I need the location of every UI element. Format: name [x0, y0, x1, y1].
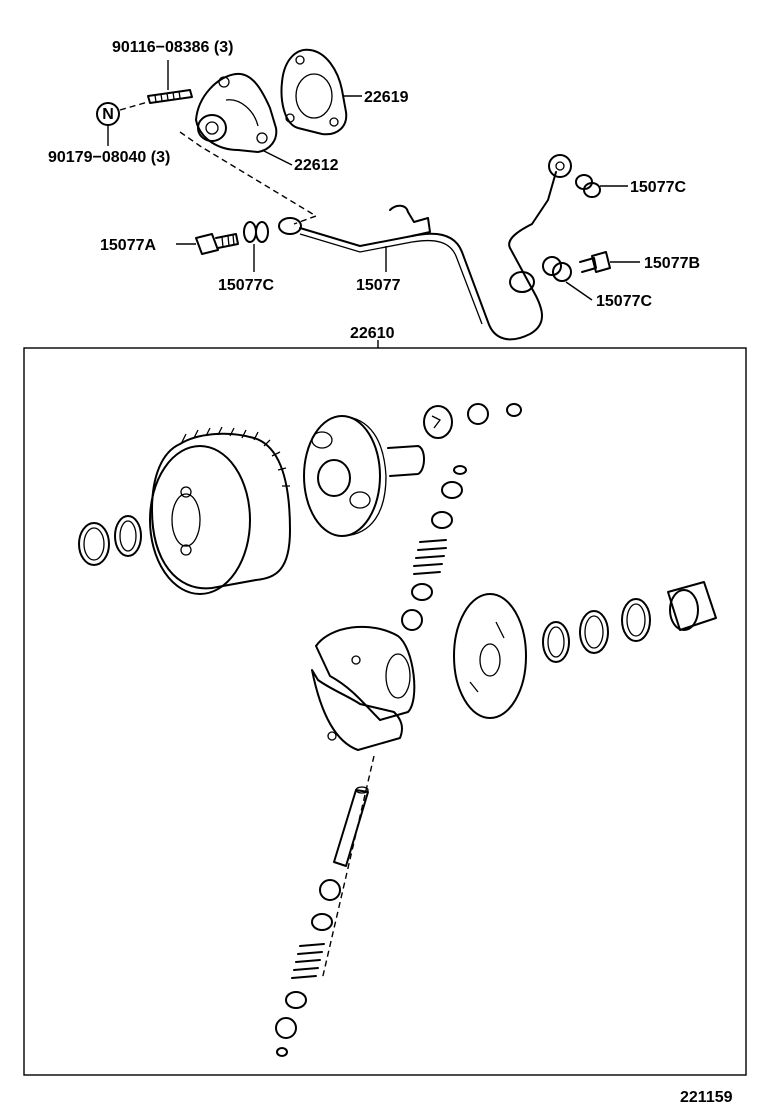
nut-symbol: N [96, 101, 149, 146]
small-collar [467, 403, 489, 425]
hub [303, 415, 425, 537]
shim-right-2 [579, 610, 609, 654]
pin [333, 786, 369, 867]
label-pipe: 15077 [356, 277, 401, 294]
stud-bolt [147, 60, 193, 104]
flyweight-assembly [311, 625, 416, 981]
injection-pipe [278, 154, 572, 341]
label-union-bolt-b: 15077B [644, 255, 700, 272]
advance-plate [453, 593, 527, 719]
label-nut: 90179−08040 (3) [48, 149, 170, 166]
union-bolt-a [176, 233, 239, 255]
nut-symbol-letter: N [102, 106, 114, 123]
gasket-right [542, 256, 593, 301]
snap-ring-left [78, 522, 110, 566]
label-gasket-right: 15077C [596, 293, 652, 310]
assembly-box [23, 347, 747, 1076]
bushing [667, 581, 717, 631]
label-cover: 22612 [294, 157, 339, 174]
small-nut [506, 403, 522, 417]
label-gasket-top: 15077C [630, 179, 686, 196]
small-cam [423, 405, 453, 439]
housing [149, 426, 291, 595]
shim-left [114, 515, 142, 557]
label-advancer-assembly: 22610 [350, 325, 395, 342]
assembly-line [179, 131, 318, 225]
label-stud-bolt: 90116−08386 (3) [112, 39, 233, 56]
gasket [280, 48, 362, 136]
label-gasket-left: 15077C [218, 277, 274, 294]
gasket-top [575, 174, 628, 198]
spring-stack-upper [401, 465, 467, 631]
cover [195, 72, 293, 166]
union-bolt-b [579, 251, 640, 273]
label-union-bolt-a: 15077A [100, 237, 156, 254]
spring-stack-lower [275, 879, 341, 1057]
figure-number: 221159 [680, 1089, 733, 1106]
label-gasket: 22619 [364, 89, 409, 106]
snap-ring-right [621, 598, 651, 642]
shim-right-1 [542, 621, 570, 663]
gasket-left [243, 221, 269, 272]
